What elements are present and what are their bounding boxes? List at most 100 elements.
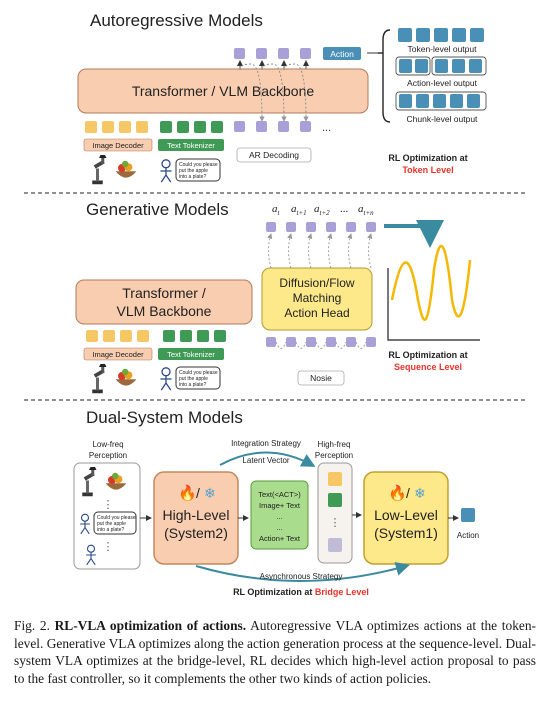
caption-bold: RL-VLA optimization of actions. (54, 618, 247, 633)
ar-decoding-label: AR Decoding (249, 150, 299, 160)
robot-arm-icon (92, 155, 107, 185)
token-level-label: Token-level output (408, 44, 478, 54)
gen-backbone (75, 279, 253, 325)
ar-input-tokens: ... (85, 121, 331, 134)
svg-text:High-freq: High-freq (318, 440, 351, 449)
svg-text:VLM Backbone: VLM Backbone (117, 303, 212, 319)
gen-rl-line1: RL Optimization at (388, 350, 467, 360)
svg-text:Perception: Perception (89, 451, 127, 460)
chunk-level-output: Chunk-level output (395, 91, 487, 124)
svg-text:Matching: Matching (293, 291, 342, 305)
person-icon (159, 159, 173, 183)
action-chip-label: Action (330, 49, 354, 59)
person-icon (159, 367, 173, 391)
dual-rl-label: RL Optimization at Bridge Level (233, 587, 369, 597)
highfreq-perception-panel (317, 462, 353, 564)
svg-text:at: at (272, 203, 281, 217)
gen-image-decoder-chip (83, 347, 153, 361)
diffusion-action-head (261, 267, 373, 331)
ar-output-tokens (234, 48, 311, 70)
wave-axes (387, 268, 480, 341)
svg-text:⋮: ⋮ (103, 541, 114, 553)
gen-image-decoder-label: Image Decoder (92, 350, 144, 359)
dual-prompt-bubble (93, 511, 137, 535)
svg-text:(System1): (System1) (374, 525, 438, 541)
ar-decoding-loops (239, 63, 309, 122)
svg-text:Could you please: Could you please (97, 515, 136, 521)
ar-image-decoder-label: Image Decoder (92, 141, 144, 150)
svg-text:into a plate?: into a plate? (97, 527, 124, 533)
svg-text:put the apple: put the apple (179, 376, 208, 382)
ar-text-tokenizer-label: Text Tokenizer (167, 141, 215, 150)
svg-text:into a plate?: into a plate? (179, 382, 206, 388)
svg-text:/: / (196, 485, 200, 501)
ar-output-token (300, 48, 311, 59)
snowflake-icon: ❄ (204, 485, 216, 501)
ar-output-token (256, 48, 267, 59)
gen-prompt-bubble (175, 366, 221, 390)
caption-label: Fig. 2. (14, 618, 50, 633)
ar-rl-line1: RL Optimization at (388, 153, 467, 163)
ar-backbone (77, 68, 369, 114)
caption-text: Autoregressive VLA optimizes actions at … (14, 618, 536, 686)
svg-text:...: ... (276, 523, 282, 532)
dual-title: Dual-System Models (86, 408, 243, 427)
ar-output-token (234, 48, 245, 59)
svg-text:...: ... (276, 512, 282, 521)
action-chip (323, 47, 361, 60)
gen-denoise-loops (267, 233, 373, 269)
ar-rl-line2: Token Level (402, 165, 453, 175)
svg-text:⋮: ⋮ (103, 499, 114, 511)
svg-text:at+1: at+1 (291, 203, 307, 217)
fruit-bowl-icon (115, 368, 137, 386)
ar-title: Autoregressive Models (90, 11, 263, 30)
svg-text:put the apple: put the apple (179, 168, 208, 174)
dual-action-token (461, 508, 475, 522)
gen-action-sequence: at at+1 at+2 ... at+n (272, 203, 374, 217)
fruit-bowl-icon (115, 160, 137, 178)
svg-text:Image+ Text: Image+ Text (259, 501, 301, 510)
ar-image-decoder-chip (83, 138, 153, 152)
svg-text:Text(<ACT>): Text(<ACT>) (258, 490, 301, 499)
latent-vector-label: Latent Vector (242, 456, 289, 465)
action-level-label: Action-level output (407, 78, 478, 88)
svg-text:Low-freq: Low-freq (92, 440, 123, 449)
svg-text:Action+ Text: Action+ Text (259, 534, 301, 543)
svg-text:/: / (406, 485, 410, 501)
svg-text:⋮: ⋮ (330, 517, 341, 529)
svg-text:into a plate?: into a plate? (179, 174, 206, 180)
chunk-level-label: Chunk-level output (407, 114, 479, 124)
svg-text:Could you please: Could you please (179, 162, 218, 168)
flame-icon: 🔥 (388, 484, 407, 502)
svg-text:High-Level: High-Level (163, 507, 230, 523)
svg-text:Transformer /: Transformer / (122, 285, 206, 301)
gen-rl-line2: Sequence Level (394, 362, 462, 372)
noise-label: Nosie (310, 373, 332, 383)
robot-arm-icon (92, 364, 107, 394)
svg-text:at+2: at+2 (314, 203, 330, 217)
svg-text:...: ... (322, 122, 331, 134)
gen-output-tokens (266, 222, 376, 232)
integration-label: Integration Strategy (231, 439, 301, 448)
async-arrow (195, 561, 410, 582)
token-level-output: Token-level output (398, 28, 484, 54)
ar-backbone-label: Transformer / VLM Backbone (132, 83, 315, 99)
svg-text:Low-Level: Low-Level (374, 507, 438, 523)
rl-vla-diagram: Autoregressive Models Action Token-level… (24, 11, 527, 597)
dual-action-label: Action (457, 531, 479, 540)
gen-to-wave-arrow (384, 220, 444, 248)
svg-text:Could you please: Could you please (179, 370, 218, 376)
sequence-wave (390, 244, 472, 321)
noise-chip (297, 370, 345, 386)
figure-caption: Fig. 2. RL-VLA optimization of actions. … (14, 617, 536, 687)
svg-text:...: ... (340, 203, 349, 215)
ar-text-tokenizer-chip (158, 139, 224, 151)
snowflake-icon: ❄ (414, 485, 426, 501)
svg-text:(System2): (System2) (164, 525, 228, 541)
gen-text-tokenizer-label: Text Tokenizer (167, 350, 215, 359)
action-level-output: Action-level output (395, 56, 487, 88)
ar-decoding-chip (236, 147, 312, 163)
gen-text-tokenizer-chip (158, 348, 224, 360)
integration-arrow (219, 451, 316, 467)
ar-prompt-bubble (175, 158, 221, 182)
